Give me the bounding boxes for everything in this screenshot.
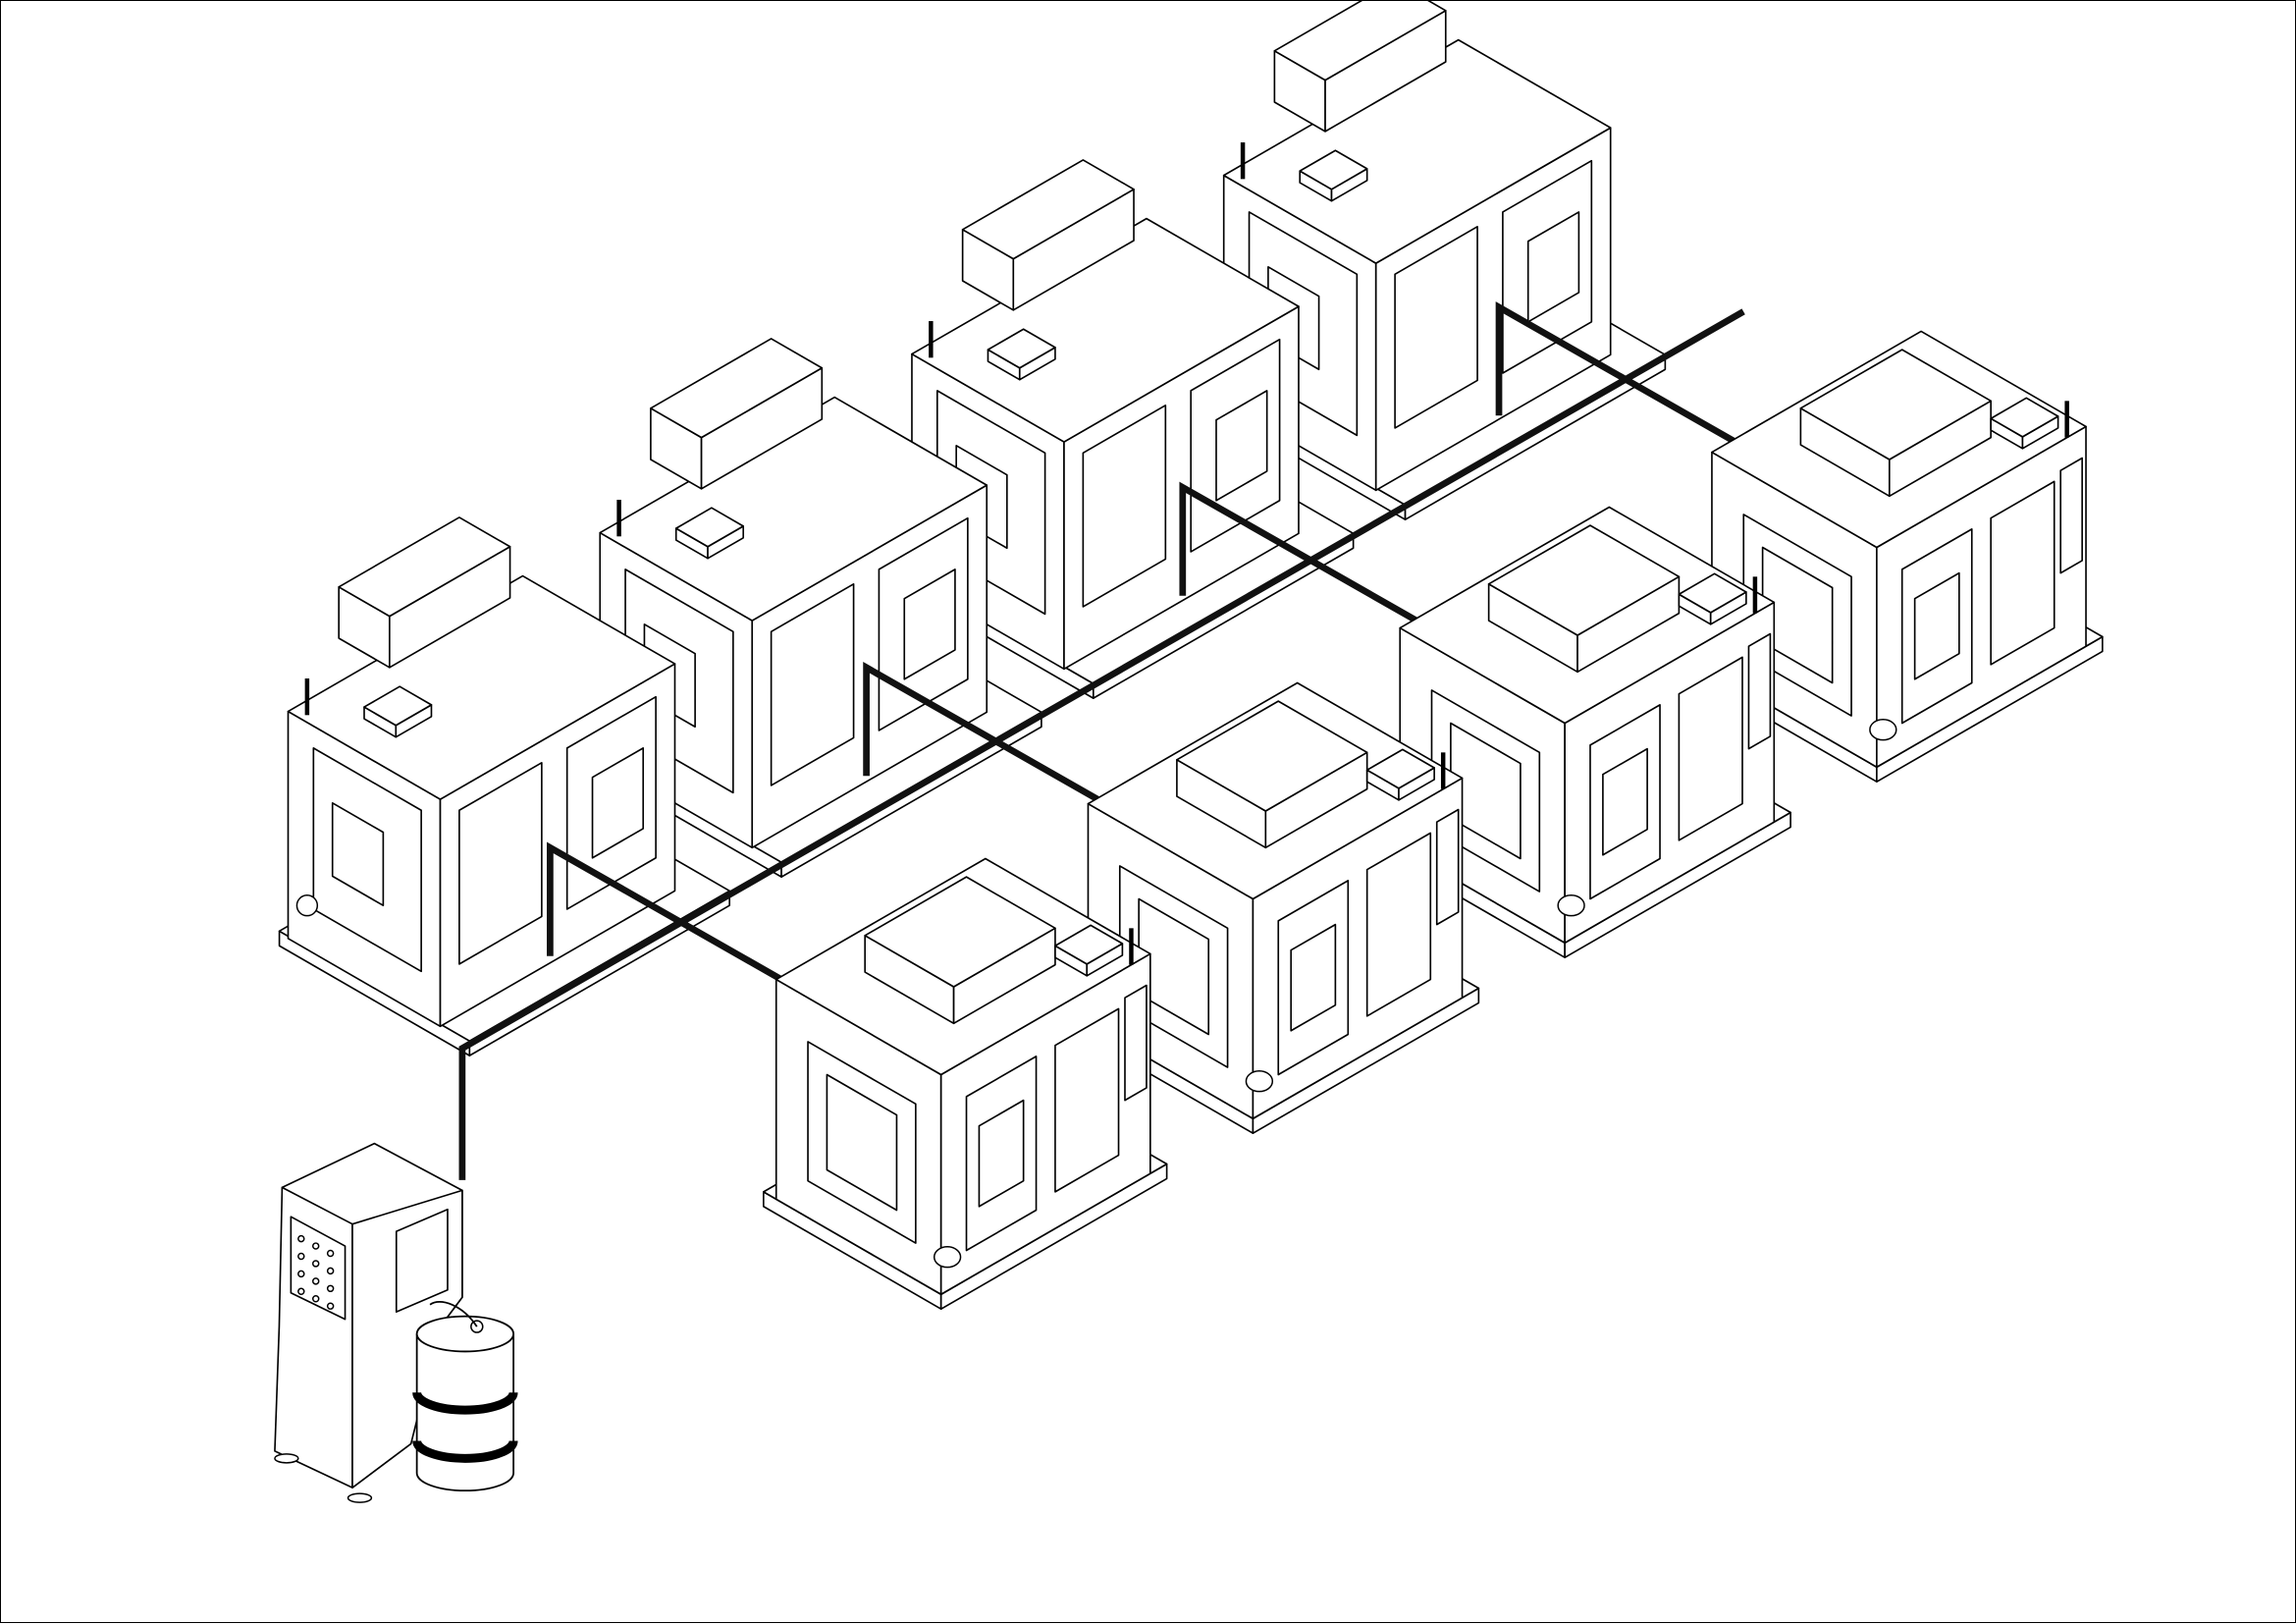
chip-conveyor-port xyxy=(1557,894,1585,917)
side-window xyxy=(1290,923,1337,1032)
spindle-hood xyxy=(1176,700,1368,849)
top-face xyxy=(1487,524,1681,636)
side-window xyxy=(903,568,956,680)
front-row-machines xyxy=(763,330,2104,1311)
top-face xyxy=(1299,149,1368,190)
top-face xyxy=(1365,748,1435,789)
top-face xyxy=(1799,349,1992,460)
control-box xyxy=(1365,748,1435,801)
top-face xyxy=(1990,397,2059,438)
top-face xyxy=(363,685,433,727)
control-box xyxy=(1299,149,1368,202)
operator-panel xyxy=(1435,808,1460,926)
spindle-hood xyxy=(1487,524,1681,674)
top-face xyxy=(338,516,511,618)
side-panel xyxy=(1054,1007,1120,1193)
button-icon xyxy=(311,1295,320,1303)
top-face xyxy=(1273,1,1447,81)
door-window xyxy=(826,1073,898,1212)
drum-lid xyxy=(415,1315,514,1353)
back-machine xyxy=(278,516,730,1056)
button-icon xyxy=(297,1252,305,1261)
control-box xyxy=(1054,924,1124,977)
side-window xyxy=(1215,390,1268,502)
control-box xyxy=(363,685,433,738)
operator-panel xyxy=(2059,457,2083,574)
button-icon xyxy=(326,1249,335,1258)
door-window xyxy=(1761,546,1834,684)
back-machine xyxy=(1213,1,1667,520)
drum-band xyxy=(412,1391,518,1415)
spindle-hood xyxy=(864,876,1056,1025)
control-box xyxy=(674,507,745,560)
top-face xyxy=(1054,924,1124,965)
side-panel xyxy=(770,582,855,786)
main-pipe xyxy=(458,308,1745,1180)
button-icon xyxy=(311,1260,320,1268)
top-face xyxy=(987,328,1056,369)
side-panel xyxy=(1365,832,1432,1017)
side-window xyxy=(1526,211,1580,323)
spindle-hood xyxy=(1273,1,1447,133)
leveling-foot xyxy=(274,1453,299,1464)
side-panel xyxy=(1082,404,1167,608)
button-icon xyxy=(297,1270,305,1278)
button-icon xyxy=(297,1287,305,1296)
spindle-hood xyxy=(961,159,1135,311)
button-icon xyxy=(297,1234,305,1243)
top-face xyxy=(1678,572,1747,614)
leveling-foot xyxy=(347,1492,373,1503)
button-icon xyxy=(311,1277,320,1285)
drum-band xyxy=(412,1439,518,1463)
control-box xyxy=(987,328,1056,381)
top-face xyxy=(911,217,1300,443)
button-icon xyxy=(311,1242,320,1250)
top-face xyxy=(961,159,1135,260)
side-panel xyxy=(1678,656,1743,841)
button-icon xyxy=(326,1302,335,1310)
control-box xyxy=(1990,397,2059,450)
port xyxy=(295,894,319,917)
side-window xyxy=(1913,571,1960,680)
top-face xyxy=(674,507,745,548)
chip-conveyor-port xyxy=(1869,719,1897,741)
door-window xyxy=(1138,897,1210,1036)
top-face xyxy=(864,876,1056,988)
side-panel xyxy=(1394,225,1478,429)
control-panel xyxy=(290,1216,347,1321)
top-face xyxy=(287,574,676,800)
top-face xyxy=(1176,700,1368,812)
top-face xyxy=(650,338,824,439)
side-panel xyxy=(458,761,543,965)
chip-conveyor-port xyxy=(933,1246,962,1269)
operator-panel xyxy=(1747,632,1772,750)
top-face xyxy=(1222,38,1612,264)
operator-panel xyxy=(1124,984,1148,1102)
side-panel xyxy=(1990,480,2056,666)
top-face xyxy=(599,396,988,622)
chip-conveyor-port xyxy=(1245,1070,1274,1093)
rear-window xyxy=(331,801,385,907)
control-box xyxy=(1678,572,1747,625)
spindle-hood xyxy=(650,338,824,490)
coolant-unit xyxy=(274,1142,518,1503)
side-window xyxy=(591,747,645,859)
side-window xyxy=(1602,747,1648,856)
spindle-hood xyxy=(1799,349,1992,498)
drum-hose xyxy=(429,1301,478,1327)
button-icon xyxy=(326,1267,335,1275)
front-machine xyxy=(763,857,1168,1311)
side-window xyxy=(978,1099,1025,1208)
cabinet-door xyxy=(395,1208,449,1313)
door-window xyxy=(1450,722,1522,860)
button-icon xyxy=(326,1284,335,1293)
spindle-hood xyxy=(338,516,511,669)
